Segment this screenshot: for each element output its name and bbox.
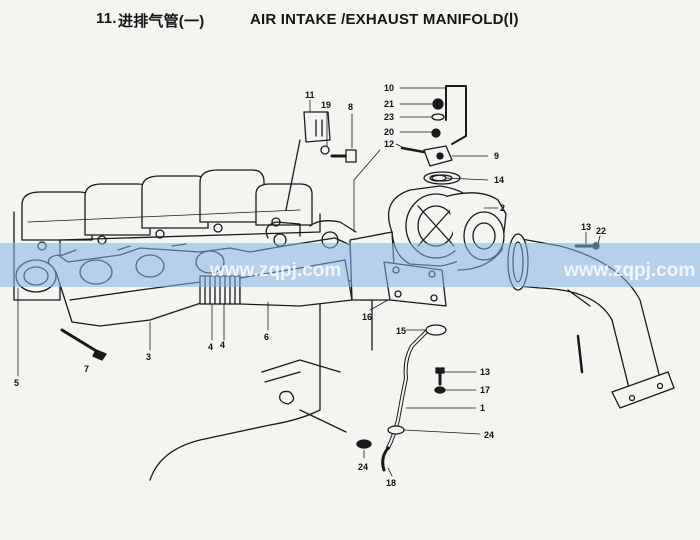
callout-10: 10 [384,83,394,93]
callout-19: 19 [321,100,331,110]
callout-3: 3 [146,352,151,362]
bolt-8 [330,149,357,163]
callout-5: 5 [14,378,19,388]
callout-22: 22 [596,226,606,236]
callout-11: 11 [305,90,315,100]
callout-6: 6 [264,332,269,342]
callout-21: 21 [384,99,394,109]
callout-16: 16 [362,312,372,322]
callout-12: 12 [384,139,394,149]
watermark-band-fill [0,243,700,287]
washer-23 [431,113,445,121]
bracket-11-19 [285,111,331,211]
watermark-text-right: www.zqpj.com [563,260,695,281]
callout-2: 2 [500,203,505,213]
callout-17: 17 [480,385,490,395]
callout-14: 14 [494,175,504,185]
nut-21 [432,98,444,110]
callout-13-lower: 13 [480,367,490,377]
callout-24-left: 24 [358,462,368,472]
watermark-band: www.zqpj.com www.zqpj.com [0,243,700,287]
callout-9: 9 [494,151,499,161]
stud-12 [400,146,426,154]
bolt-long-right [576,334,584,374]
callout-15: 15 [396,326,406,336]
bolt-7 [60,328,107,361]
washer-17 [434,386,446,394]
callout-13-right: 13 [581,222,591,232]
gasket-24-left [356,439,372,449]
watermark-text-left: www.zqpj.com [209,260,341,281]
title-chinese: 进排气管(一) [118,13,205,30]
bolt-20 [431,128,441,138]
title-number: 11. [96,10,117,27]
callout-4a: 4 [208,342,213,352]
oil-return-pipe [381,324,447,472]
bolt-13-lower [435,367,445,386]
engine-block [13,169,373,481]
fitting-9 [423,145,453,167]
callout-20: 20 [384,127,394,137]
callout-1: 1 [480,403,485,413]
diagram-title: 11. 进排气管(一) AIR INTAKE /EXHAUST MANIFOLD… [0,4,700,32]
callout-numbers: 10 21 23 20 12 9 14 2 11 19 8 13 22 5 7 … [14,83,606,488]
callout-7: 7 [84,364,89,374]
callout-4b: 4 [220,340,225,350]
title-english: AIR INTAKE /EXHAUST MANIFOLD(Ⅰ) [250,11,519,28]
u-clamp-10 [445,85,467,145]
callout-24-right: 24 [484,430,494,440]
leader-lines [17,87,601,477]
callout-18: 18 [386,478,396,488]
callout-8: 8 [348,102,353,112]
callout-23: 23 [384,112,394,122]
